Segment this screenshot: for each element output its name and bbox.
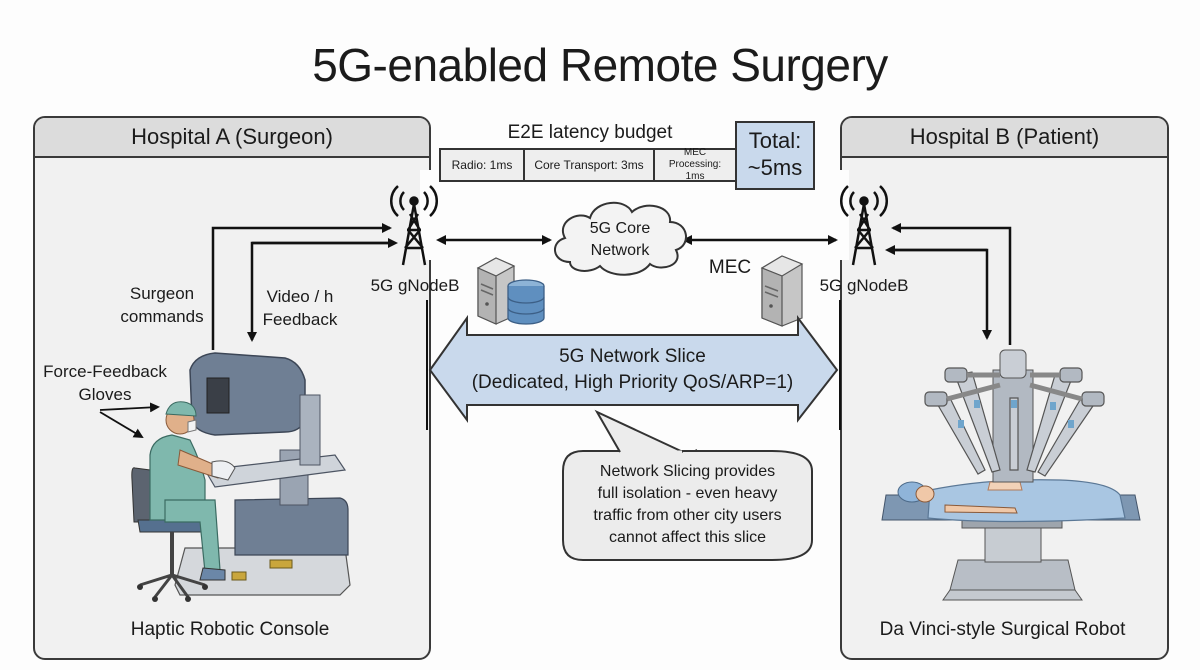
network-slice-label: 5G Network Slice (Dedicated, High Priori…	[467, 344, 798, 396]
hospital-b-header: Hospital B (Patient)	[842, 118, 1167, 158]
network-slice-arrow	[428, 314, 839, 424]
video-feedback-label: Video / h Feedback	[255, 285, 345, 331]
latency-total: Total: ~5ms	[735, 121, 815, 190]
callout-line: full isolation - even heavy	[597, 485, 778, 502]
latency-title: E2E latency budget	[507, 122, 673, 143]
robot-downlink-arrow	[885, 245, 992, 340]
network-slice-title: 5G Network Slice	[559, 346, 706, 367]
cloud-icon	[554, 201, 687, 276]
surgeon-commands-label: Surgeon commands	[112, 282, 212, 328]
hospital-a-header: Hospital A (Surgeon)	[35, 118, 429, 158]
mec-label: MEC	[708, 257, 752, 278]
core-network-line: Network	[590, 242, 650, 259]
latency-mec-line: MEC	[683, 147, 707, 158]
console-label: Haptic Robotic Console	[130, 619, 330, 640]
video-feedback-line: Feedback	[262, 310, 338, 329]
callout-line: Network Slicing provides	[599, 463, 776, 480]
gnodeb-tower-icon	[839, 185, 889, 266]
page-title: 5G-enabled Remote Surgery	[312, 39, 888, 91]
callout-line: traffic from other city users	[593, 507, 782, 524]
surgical-robot-illustration	[881, 349, 1141, 601]
gloves-label: Force-Feedback Gloves	[30, 360, 180, 406]
gnodeb-tower-icon	[389, 185, 439, 266]
surgeon-commands-line: Surgeon	[129, 284, 195, 303]
network-slice-subtitle: (Dedicated, High Priority QoS/ARP=1)	[471, 372, 794, 393]
callout-pointer	[594, 409, 684, 453]
video-feedback-arrow	[247, 238, 398, 342]
surgeon-commands-arrow	[211, 223, 392, 350]
mec-server-icon	[760, 255, 804, 327]
gloves-pointer-arrow	[99, 402, 160, 413]
callout-text: Network Slicing provides full isolation …	[565, 461, 810, 549]
gloves-label-line: Force-Feedback	[43, 362, 167, 381]
gloves-label-line: Gloves	[78, 385, 132, 404]
latency-total-value: ~5ms	[747, 155, 803, 180]
latency-budget-bar: Radio: 1ms Core Transport: 3ms MEC Proce…	[439, 147, 737, 182]
robot-label: Da Vinci-style Surgical Robot	[879, 619, 1126, 640]
core-network-line: 5G Core	[589, 220, 651, 237]
latency-radio: Radio: 1ms	[441, 150, 525, 180]
gnodeb-label-b: 5G gNodeB	[819, 276, 909, 295]
latency-core-transport: Core Transport: 3ms	[525, 150, 655, 180]
latency-mec: MEC Processing: 1ms	[655, 147, 735, 182]
video-feedback-line: Video / h	[266, 287, 334, 306]
core-network-label: 5G Core Network	[570, 218, 670, 262]
latency-total-line: Total:	[748, 128, 802, 153]
gloves-pointer-arrow	[99, 411, 144, 439]
surgeon-commands-line: commands	[120, 307, 204, 326]
callout-bubble	[562, 449, 813, 561]
callout-line: cannot affect this slice	[608, 529, 767, 546]
haptic-console-illustration	[131, 352, 351, 602]
gnodeb-label-a: 5G gNodeB	[370, 276, 460, 295]
robot-uplink-arrow	[891, 223, 1012, 345]
latency-mec-line: Processing: 1ms	[668, 159, 722, 182]
server-database-icon	[476, 257, 545, 325]
